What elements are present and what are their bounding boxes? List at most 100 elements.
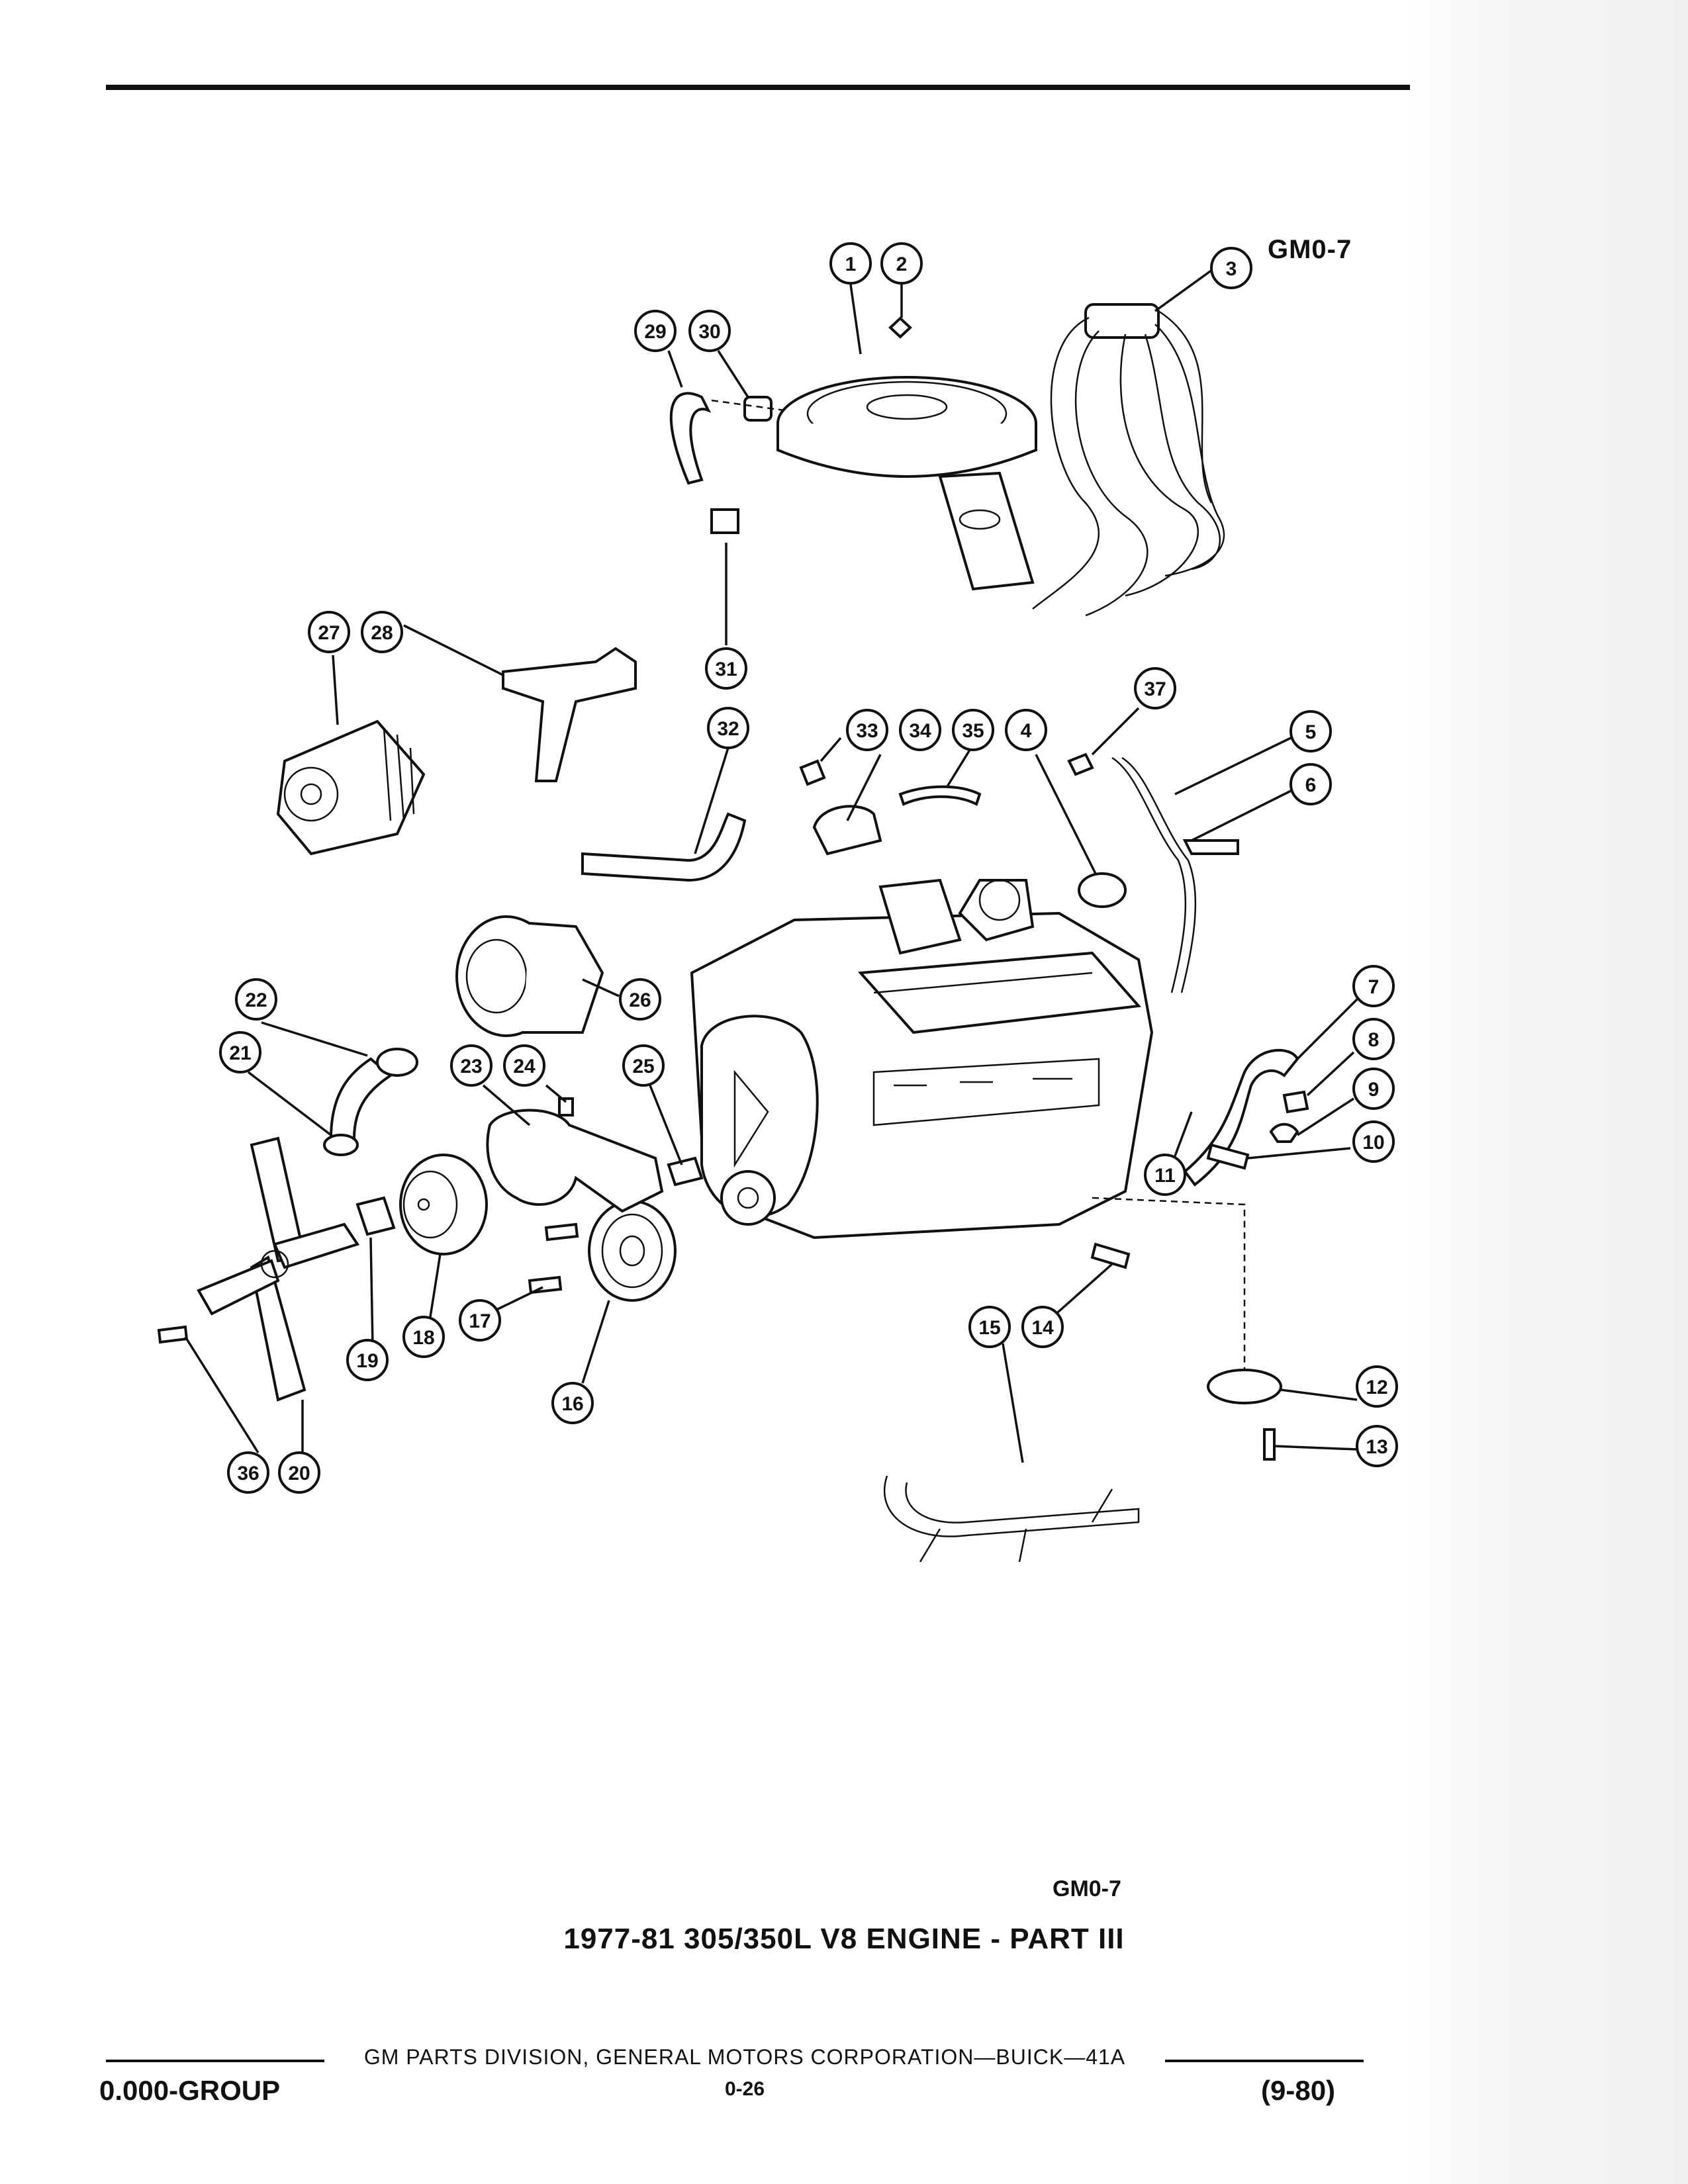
- footer-publisher: GM PARTS DIVISION, GENERAL MOTORS CORPOR…: [363, 2045, 1126, 2069]
- svg-text:1: 1: [845, 253, 857, 275]
- svg-text:15: 15: [978, 1317, 1000, 1339]
- svg-text:20: 20: [288, 1463, 310, 1484]
- fan-blade-part: [197, 1136, 360, 1402]
- callout-15: 15: [968, 1306, 1011, 1348]
- water-outlet-part: [1207, 1369, 1282, 1404]
- fan-spacer-part: [355, 1196, 396, 1236]
- figure-code-top: GM0-7: [1268, 235, 1352, 264]
- fan-bolt-part: [157, 1325, 189, 1344]
- svg-text:24: 24: [513, 1056, 536, 1077]
- callout-22: 22: [235, 978, 277, 1021]
- svg-text:8: 8: [1368, 1029, 1380, 1051]
- svg-text:4: 4: [1021, 720, 1032, 742]
- svg-text:17: 17: [469, 1310, 491, 1332]
- leader-lines: [184, 267, 1358, 1463]
- svg-text:23: 23: [460, 1056, 482, 1077]
- svg-text:32: 32: [717, 718, 739, 740]
- alternator-bracket-part: [502, 647, 637, 782]
- callout-3: 3: [1210, 247, 1252, 289]
- figure-code-caption: GM0-7: [1053, 1876, 1121, 1901]
- header-rule: [106, 85, 1410, 90]
- callout-27: 27: [308, 611, 350, 653]
- callout-21: 21: [219, 1031, 261, 1073]
- water-pump-part: [486, 1109, 664, 1213]
- oil-cap-part: [1078, 872, 1127, 908]
- svg-text:36: 36: [237, 1463, 259, 1484]
- svg-text:33: 33: [856, 720, 878, 742]
- callout-23: 23: [450, 1044, 492, 1087]
- wiring-harness-part: [883, 1475, 1140, 1563]
- callout-2: 2: [880, 242, 923, 285]
- svg-text:21: 21: [229, 1042, 251, 1064]
- svg-text:13: 13: [1366, 1436, 1387, 1458]
- svg-text:3: 3: [1226, 258, 1237, 280]
- callout-12: 12: [1356, 1365, 1398, 1408]
- scan-edge-shading: [1403, 0, 1688, 2184]
- callout-4: 4: [1005, 709, 1047, 751]
- wing-nut-part: [888, 316, 912, 339]
- callout-24: 24: [503, 1044, 545, 1087]
- svg-text:6: 6: [1305, 774, 1317, 796]
- svg-text:19: 19: [356, 1350, 378, 1372]
- svg-text:28: 28: [371, 622, 393, 644]
- water-pump-pulley-part: [399, 1154, 488, 1255]
- footer-rule-right: [1165, 2060, 1364, 2062]
- callout-17: 17: [459, 1299, 501, 1342]
- choke-housing-part: [812, 805, 882, 856]
- heater-clamp-part: [1269, 1122, 1299, 1143]
- page-number: 0-26: [724, 2078, 765, 2100]
- callout-14: 14: [1021, 1306, 1064, 1348]
- pump-gasket-part: [667, 1156, 704, 1187]
- svg-text:30: 30: [698, 321, 720, 343]
- callout-37: 37: [1134, 667, 1176, 709]
- svg-text:29: 29: [644, 321, 666, 343]
- callout-11: 11: [1144, 1154, 1186, 1196]
- callout-31: 31: [705, 647, 747, 690]
- alternator-part: [276, 719, 426, 856]
- air-cleaner-part: [776, 376, 1037, 591]
- svg-text:11: 11: [1154, 1165, 1176, 1187]
- callout-10: 10: [1352, 1120, 1395, 1163]
- exploded-engine-diagram: 1 2 3 29 30 31 27 28 32 33 34 35 4 37 5 …: [157, 242, 1398, 1563]
- svg-text:7: 7: [1368, 976, 1380, 998]
- footer-rule-left: [106, 2060, 324, 2062]
- pump-fitting-part: [558, 1097, 574, 1116]
- callout-16: 16: [551, 1382, 594, 1424]
- callout-26: 26: [619, 978, 661, 1021]
- footer-group: 0.000-GROUP: [99, 2075, 281, 2106]
- plug-part: [799, 759, 826, 786]
- dipstick-part: [1067, 752, 1094, 776]
- callout-9: 9: [1352, 1068, 1395, 1110]
- crank-pulley-part: [588, 1200, 677, 1302]
- callout-6: 6: [1289, 763, 1332, 805]
- svg-text:27: 27: [318, 622, 340, 644]
- svg-text:35: 35: [962, 720, 984, 742]
- engine-block-part: [690, 878, 1154, 1240]
- svg-text:12: 12: [1366, 1377, 1387, 1398]
- spark-plug-wires-part: [1032, 303, 1225, 617]
- hose-clamp-part: [323, 1134, 359, 1156]
- callout-29: 29: [634, 310, 677, 352]
- pump-bolt-part: [544, 1222, 579, 1242]
- svg-text:16: 16: [561, 1393, 583, 1415]
- callout-28: 28: [361, 611, 403, 653]
- callout-34: 34: [899, 709, 941, 751]
- power-steering-pump-part: [455, 915, 604, 1037]
- svg-text:5: 5: [1305, 721, 1317, 743]
- callout-33: 33: [846, 709, 888, 751]
- dipstick-bracket-part: [1182, 839, 1239, 855]
- bypass-hose-part: [581, 812, 747, 882]
- callout-20: 20: [278, 1451, 320, 1494]
- outlet-bolt-part: [1263, 1428, 1276, 1461]
- svg-text:9: 9: [1368, 1079, 1380, 1101]
- svg-text:26: 26: [629, 989, 651, 1011]
- svg-text:18: 18: [412, 1327, 434, 1349]
- svg-text:22: 22: [245, 989, 267, 1011]
- svg-text:10: 10: [1362, 1132, 1384, 1154]
- callout-7: 7: [1352, 965, 1395, 1007]
- callout-30: 30: [688, 310, 731, 352]
- svg-text:2: 2: [896, 253, 908, 275]
- heater-fitting-part: [1282, 1090, 1309, 1114]
- spark-plug-part: [1090, 1242, 1131, 1269]
- svg-text:31: 31: [715, 659, 737, 680]
